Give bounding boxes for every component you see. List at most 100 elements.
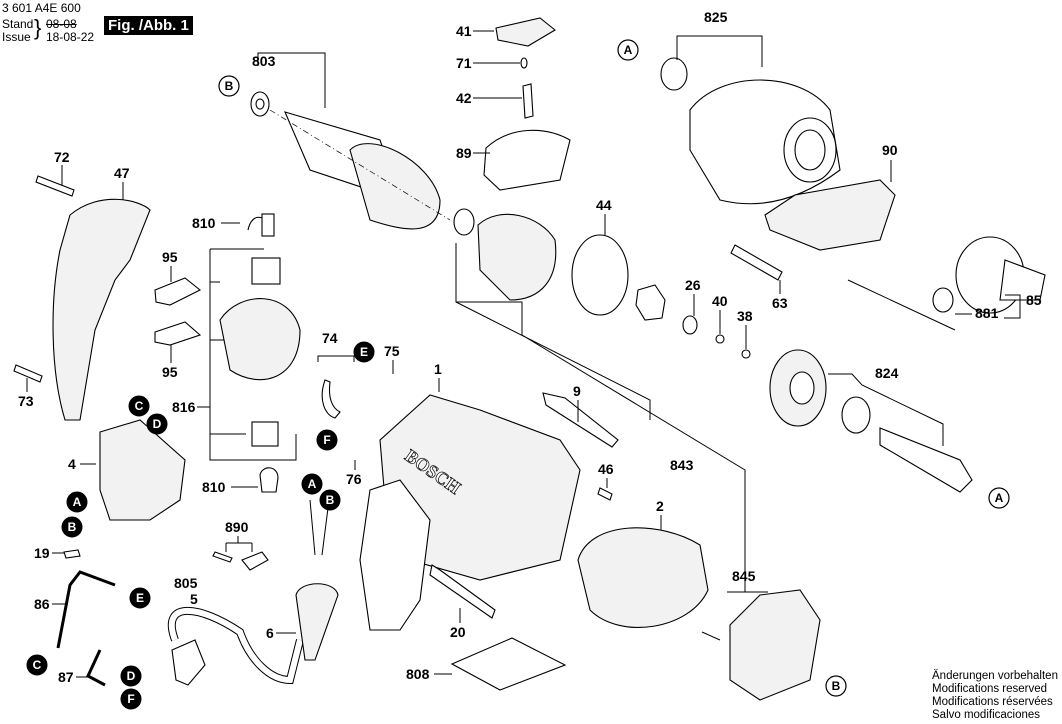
slide-part (522, 83, 534, 119)
callout-845: 845 (732, 568, 756, 584)
callout-5: 5 (190, 591, 198, 607)
screw-73-part (13, 364, 43, 383)
svg-text:A: A (624, 43, 633, 57)
lamp-part (520, 57, 528, 69)
notice-fr: Modifications réservées (932, 696, 1053, 708)
notice-en: Modifications reserved (932, 683, 1048, 695)
ring-26-part (682, 315, 698, 335)
callout-75: 75 (384, 343, 400, 359)
drill-chuck-part (847, 236, 1046, 331)
stand-label: Stand (2, 17, 34, 31)
ball-40-part (715, 334, 725, 344)
cord-clamp-part (241, 551, 269, 571)
callout-803: 803 (252, 53, 276, 69)
switch-cap-part (495, 17, 556, 47)
svg-text:C: C (135, 399, 144, 413)
figure-label: Fig. /Abb. 1 (104, 16, 193, 35)
callout-40: 40 (712, 293, 728, 309)
bearing-flange-part (477, 213, 557, 301)
connector-marker-b-cord: B (319, 489, 341, 511)
svg-text:E: E (136, 591, 144, 605)
bearing-part (453, 208, 475, 236)
bracket-845 (521, 334, 746, 590)
callout-73: 73 (18, 393, 34, 409)
brace: } (34, 15, 42, 40)
notice-es: Salvo modificaciones (932, 709, 1041, 721)
svg-text:A: A (73, 495, 82, 509)
svg-text:C: C (33, 658, 42, 672)
callout-86: 86 (34, 596, 50, 612)
callout-808: 808 (406, 666, 430, 682)
svg-text:F: F (323, 433, 330, 447)
screw-19-part (63, 549, 81, 559)
bracket-85 (1004, 294, 1021, 319)
fan-baffle-part (729, 589, 821, 701)
connector-marker-f-wire87: F (120, 688, 142, 710)
connector-marker-a-gear-housing: A (617, 39, 639, 61)
motor-housing-part: BOSCH (359, 394, 581, 631)
callout-89: 89 (456, 145, 472, 161)
callout-2: 2 (656, 498, 664, 514)
modification-notice: Änderungen vorbehalten Modifications res… (932, 670, 1058, 722)
callout-805: 805 (174, 575, 198, 591)
screw-72-part (35, 175, 75, 197)
callout-63: 63 (772, 295, 788, 311)
connector-marker-c-switch: C (128, 395, 150, 417)
housing-cover-part (764, 179, 896, 251)
connector-marker-b-baffle: B (825, 675, 847, 697)
connector-marker-b-armature: B (218, 75, 240, 97)
callout-47: 47 (114, 165, 130, 181)
svg-text:B: B (832, 679, 841, 693)
callout-26: 26 (685, 277, 701, 293)
callout-44: 44 (596, 197, 612, 213)
callout-72: 72 (54, 149, 70, 165)
connector-marker-a-cord: A (301, 473, 323, 495)
callout-87: 87 (58, 669, 74, 685)
svg-text:A: A (995, 491, 1004, 505)
callout-41: 41 (456, 23, 472, 39)
callout-816: 816 (172, 399, 196, 415)
callout-71: 71 (456, 55, 472, 71)
callout-1: 1 (434, 361, 442, 377)
connector-marker-a-switch: A (66, 491, 88, 513)
o-ring-part (571, 234, 629, 316)
clamp-screw-part (212, 551, 233, 563)
connector-marker-d-wire87: D (120, 665, 142, 687)
cord-sleeve-part (295, 583, 339, 661)
label-9-part (542, 392, 619, 448)
wire-86-part (56, 570, 116, 649)
connector-marker-e-75: E (353, 341, 375, 363)
svg-text:D: D (153, 417, 162, 431)
notice-de: Änderungen vorbehalten (932, 670, 1058, 682)
callout-810-bottom: 810 (202, 479, 226, 495)
plug-part (171, 639, 206, 686)
screw-46-part (597, 487, 613, 501)
svg-text:B: B (225, 79, 234, 93)
callout-9: 9 (573, 383, 581, 399)
callout-95-top: 95 (162, 249, 178, 265)
stator-part (577, 527, 709, 628)
screw-63-part (730, 244, 783, 281)
issue-date: 18-08-22 (46, 30, 95, 44)
ball-38-part (741, 349, 751, 359)
svg-text:E: E (360, 345, 368, 359)
svg-text:F: F (127, 692, 134, 706)
callout-85: 85 (1026, 292, 1042, 308)
switch-part (99, 419, 186, 521)
connector-marker-e-wire86: E (129, 587, 151, 609)
connector-marker-d-switch: D (146, 413, 168, 435)
document-number: 3 601 A4E 600 (2, 1, 81, 15)
issue-label: Issue (2, 30, 31, 44)
bracket-843 (455, 243, 651, 420)
spring-ring-part (321, 379, 341, 419)
callout-46: 46 (598, 461, 614, 477)
wire-87-part (86, 649, 106, 687)
svg-text:B: B (326, 493, 335, 507)
label-808-part (450, 637, 567, 691)
callout-74: 74 (322, 330, 338, 346)
brush-holder-assembly (209, 213, 301, 493)
clutch-part (635, 284, 666, 321)
callout-825: 825 (704, 9, 728, 25)
pad-95-top (154, 277, 202, 306)
